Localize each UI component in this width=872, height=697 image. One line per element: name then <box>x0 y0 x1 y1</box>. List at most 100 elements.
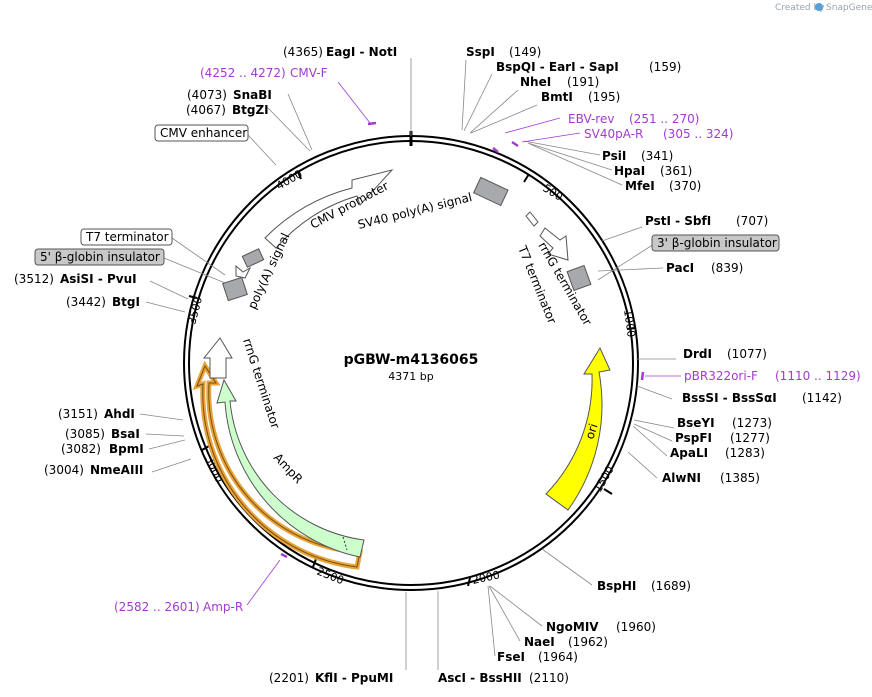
t7-terminator-right-arrow[interactable] <box>525 211 539 227</box>
svg-text:(1964): (1964) <box>538 650 578 664</box>
primer-cmv-f[interactable]: (4252 .. 4272) CMV-F <box>200 66 328 80</box>
rrng-terminator-right-arrow[interactable] <box>539 227 569 261</box>
svg-text:(4365): (4365) <box>283 45 323 59</box>
site-bmti[interactable]: BmtI (195) <box>541 90 620 104</box>
site-nmeaiii[interactable]: (3004) NmeAIII <box>44 463 143 477</box>
primer-amp-r[interactable]: (2582 .. 2601) Amp-R <box>114 600 243 614</box>
site-apali[interactable]: ApaLI (1283) <box>670 446 765 460</box>
svg-text:(4073): (4073) <box>187 88 227 102</box>
sv40-polya-box[interactable] <box>472 176 509 207</box>
site-asisi-pvui[interactable]: (3512) AsiSI - PvuI <box>14 272 137 286</box>
beta-globin-5-box[interactable] <box>222 276 248 302</box>
tick-1500: 1500 <box>591 464 617 495</box>
plasmid-size: 4371 bp <box>388 370 433 383</box>
site-fsei[interactable]: FseI (1964) <box>497 650 578 664</box>
svg-text:(4067): (4067) <box>186 103 226 117</box>
site-leader-lines <box>139 58 676 670</box>
svg-text:BsaI: BsaI <box>111 427 140 441</box>
rrng-terminator-left-label: rrnG terminator <box>240 337 282 431</box>
svg-text:AlwNI: AlwNI <box>662 471 701 485</box>
site-hpai[interactable]: HpaI (361) <box>614 164 692 178</box>
site-bsssi[interactable]: BssSI - BssSαI (1142) <box>682 391 842 405</box>
svg-text:1500: 1500 <box>591 464 616 495</box>
svg-text:(1077): (1077) <box>727 347 767 361</box>
svg-text:2500: 2500 <box>315 565 346 588</box>
svg-text:(305 .. 324): (305 .. 324) <box>663 127 733 141</box>
svg-text:(2201): (2201) <box>269 671 309 685</box>
svg-text:(1689): (1689) <box>651 579 691 593</box>
svg-text:PspFI: PspFI <box>675 431 712 445</box>
svg-text:T7 terminator: T7 terminator <box>85 230 169 244</box>
svg-text:(1283): (1283) <box>725 446 765 460</box>
primer-pbr322ori-f[interactable]: pBR322ori-F (1110 .. 1129) <box>684 369 861 383</box>
svg-text:BssSI - BssSαI: BssSI - BssSαI <box>682 391 777 405</box>
svg-text:KflI - PpuMI: KflI - PpuMI <box>315 671 393 685</box>
svg-text:DrdI: DrdI <box>683 347 712 361</box>
site-asci-bsshii[interactable]: AscI - BssHII (2110) <box>438 671 569 685</box>
svg-text:AsiSI - PvuI: AsiSI - PvuI <box>60 272 137 286</box>
site-bseyi[interactable]: BseYI (1273) <box>677 416 772 430</box>
svg-text:BspQI - EarI - SapI: BspQI - EarI - SapI <box>496 60 619 74</box>
site-btgzi[interactable]: (4067) BtgZI <box>186 103 269 117</box>
site-psii[interactable]: PsiI (341) <box>602 149 673 163</box>
svg-text:2000: 2000 <box>471 568 501 587</box>
beta-globin-3-tag[interactable]: 3' β-globin insulator <box>651 234 780 252</box>
tick-3500: 3500 <box>185 295 205 326</box>
svg-text:SspI: SspI <box>466 45 495 59</box>
site-ahdi[interactable]: (3151) AhdI <box>58 407 135 421</box>
site-paci[interactable]: PacI (839) <box>666 261 743 275</box>
svg-text:BmtI: BmtI <box>541 90 573 104</box>
svg-text:(341): (341) <box>641 149 673 163</box>
site-naei[interactable]: NaeI (1962) <box>524 635 608 649</box>
svg-text:EBV-rev: EBV-rev <box>568 112 614 126</box>
site-kfli-ppumi[interactable]: (2201) KflI - PpuMI <box>269 671 393 685</box>
svg-text:(1960): (1960) <box>616 620 656 634</box>
svg-text:(3085): (3085) <box>65 427 105 441</box>
svg-text:PsiI: PsiI <box>602 149 626 163</box>
svg-text:(1142): (1142) <box>802 391 842 405</box>
svg-text:(2110): (2110) <box>529 671 569 685</box>
cmv-promoter-arrow[interactable] <box>264 169 394 249</box>
site-btgi[interactable]: (3442) BtgI <box>66 295 140 309</box>
site-mfei[interactable]: MfeI (370) <box>625 179 701 193</box>
svg-text:BpmI: BpmI <box>109 442 144 456</box>
ori-arrow[interactable] <box>545 346 611 511</box>
site-sspi[interactable]: SspI (149) <box>466 45 541 59</box>
polya-signal-arrow[interactable] <box>235 264 252 279</box>
primer-sv40pa-r[interactable]: SV40pA-R (305 .. 324) <box>584 127 733 141</box>
site-snabi[interactable]: (4073) SnaBI <box>187 88 272 102</box>
site-ngomiv[interactable]: NgoMIV (1960) <box>546 620 656 634</box>
rrng-terminator-left-arrow[interactable] <box>202 337 233 379</box>
site-bpmi[interactable]: (3082) BpmI <box>61 442 144 456</box>
primer-ebv-rev[interactable]: EBV-rev (251 .. 270) <box>568 112 699 126</box>
site-bsai[interactable]: (3085) BsaI <box>65 427 140 441</box>
svg-text:NheI: NheI <box>520 75 551 89</box>
site-drdi[interactable]: DrdI (1077) <box>683 347 767 361</box>
tick-2000: 2000 <box>467 568 501 587</box>
beta-globin-3-box[interactable] <box>566 264 592 292</box>
ampr-arrow[interactable] <box>216 378 365 558</box>
svg-text:ApaLI: ApaLI <box>670 446 708 460</box>
svg-text:BtgZI: BtgZI <box>232 103 269 117</box>
site-alwni[interactable]: AlwNI (1385) <box>662 471 760 485</box>
tick-1000: 1000 <box>621 309 638 339</box>
site-psti-sbfi[interactable]: PstI - SbfI (707) <box>645 214 768 228</box>
svg-text:(1385): (1385) <box>720 471 760 485</box>
t7-terminator-left-tag[interactable]: T7 terminator <box>80 228 173 246</box>
site-pspfi[interactable]: PspFI (1277) <box>675 431 770 445</box>
t7-terminator-left-box[interactable] <box>241 248 265 268</box>
svg-text:(1273): (1273) <box>732 416 772 430</box>
site-bspqi-eari-sapi[interactable]: BspQI - EarI - SapI (159) <box>496 60 681 74</box>
cmv-enhancer-tag[interactable]: CMV enhancer <box>154 124 249 142</box>
svg-text:(1277): (1277) <box>730 431 770 445</box>
svg-text:(707): (707) <box>736 214 768 228</box>
site-nhei[interactable]: NheI (191) <box>520 75 599 89</box>
svg-text:(1110 .. 1129): (1110 .. 1129) <box>775 369 861 383</box>
site-eagi-noti[interactable]: (4365) EagI - NotI <box>283 45 397 59</box>
svg-text:PstI - SbfI: PstI - SbfI <box>645 214 711 228</box>
beta-globin-5-tag[interactable]: 5' β-globin insulator <box>34 248 165 266</box>
svg-text:(191): (191) <box>567 75 599 89</box>
site-bsphi[interactable]: BspHI (1689) <box>597 579 691 593</box>
svg-text:(3442): (3442) <box>66 295 106 309</box>
